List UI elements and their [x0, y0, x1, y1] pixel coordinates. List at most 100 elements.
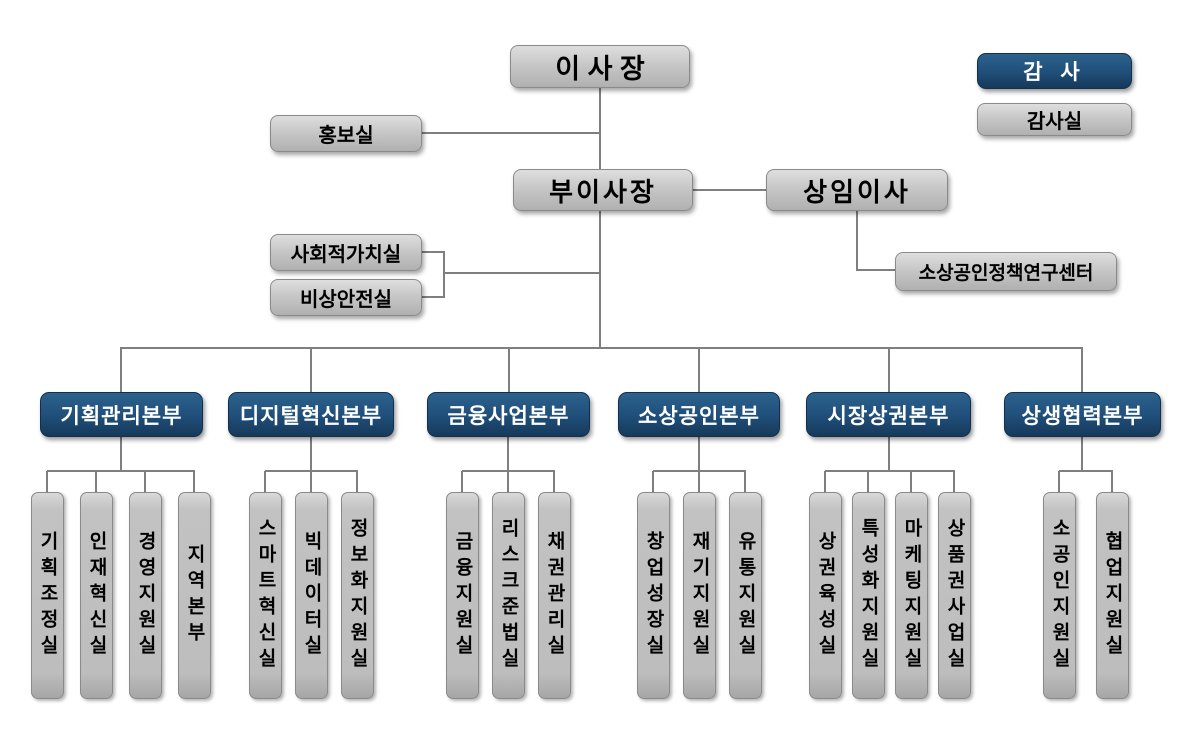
- research-center-box: 소상공인정책연구센터: [895, 252, 1117, 291]
- connector-line: [553, 471, 555, 492]
- dept-label: 스마트혁신실: [255, 517, 276, 674]
- dept-box: 마케팅지원실: [895, 492, 928, 699]
- connector-line: [1111, 471, 1113, 492]
- audit-office-label: 감사실: [1026, 111, 1083, 133]
- dept-box: 정보화지원실: [341, 492, 374, 699]
- division-box-finance: 금융사업본부: [427, 392, 590, 437]
- connector-line: [953, 471, 955, 492]
- connector-line: [95, 471, 97, 492]
- connector-line: [867, 471, 869, 492]
- connector-line: [121, 347, 1083, 349]
- connector-line: [193, 471, 195, 492]
- connector-line: [698, 347, 700, 392]
- dept-label: 상권육성실: [815, 530, 836, 661]
- connector-line: [310, 347, 312, 392]
- vice-chairman-label: 부이사장: [549, 176, 657, 207]
- dept-label: 채권관리실: [544, 530, 565, 661]
- dept-box: 특성화지원실: [852, 492, 885, 699]
- dept-box: 인재혁신실: [80, 492, 113, 699]
- connector-line: [856, 269, 896, 271]
- connector-line: [310, 471, 312, 492]
- dept-box: 창업성장실: [637, 492, 670, 699]
- connector-line: [144, 471, 146, 492]
- connector-line: [910, 471, 912, 492]
- connector-line: [46, 471, 48, 492]
- connector-line: [120, 437, 122, 471]
- dept-box: 경영지원실: [129, 492, 162, 699]
- dept-label: 정보화지원실: [347, 517, 368, 674]
- connector-line: [443, 272, 600, 274]
- chairman-label: 이 사 장: [555, 54, 645, 84]
- division-box-planning: 기획관리본부: [40, 392, 203, 437]
- division-label: 시장상권본부: [827, 404, 950, 428]
- division-label: 기획관리본부: [60, 404, 183, 428]
- connector-line: [120, 347, 122, 392]
- audit-office-box: 감사실: [977, 103, 1132, 136]
- dept-label: 빅데이터실: [301, 530, 322, 661]
- executive-director-label: 상임이사: [803, 176, 911, 207]
- dept-box: 상품권사업실: [938, 492, 971, 699]
- dept-box: 지역본부: [178, 492, 211, 699]
- dept-label: 마케팅지원실: [901, 517, 922, 674]
- connector-line: [825, 470, 955, 472]
- dept-label: 유통지원실: [735, 530, 756, 661]
- connector-line: [856, 211, 858, 271]
- connector-line: [264, 471, 266, 492]
- dept-box: 리스크준법실: [492, 492, 525, 699]
- connector-line: [744, 471, 746, 492]
- connector-line: [824, 471, 826, 492]
- audit-box: 감 사: [977, 53, 1132, 89]
- emergency-safety-office-label: 비상안전실: [300, 289, 392, 311]
- connector-line: [1081, 347, 1083, 392]
- dept-box: 스마트혁신실: [249, 492, 282, 699]
- dept-box: 금융지원실: [446, 492, 479, 699]
- connector-line: [508, 347, 510, 392]
- dept-box: 재기지원실: [683, 492, 716, 699]
- connector-line: [888, 347, 890, 392]
- connector-line: [47, 470, 195, 472]
- connector-line: [693, 189, 766, 191]
- connector-line: [422, 296, 444, 298]
- connector-line: [599, 211, 601, 348]
- dept-box: 상권육성실: [809, 492, 842, 699]
- social-value-office-label: 사회적가치실: [290, 244, 402, 266]
- connector-line: [698, 471, 700, 492]
- dept-label: 인재혁신실: [86, 530, 107, 661]
- connector-line: [422, 132, 600, 134]
- dept-box: 빅데이터실: [295, 492, 328, 699]
- dept-label: 금융지원실: [452, 530, 473, 661]
- dept-label: 기획조정실: [37, 530, 58, 661]
- division-label: 소상공인본부: [638, 404, 760, 428]
- dept-label: 상품권사업실: [944, 517, 965, 674]
- connector-line: [443, 251, 445, 298]
- connector-line: [507, 437, 509, 471]
- social-value-office-box: 사회적가치실: [270, 234, 422, 271]
- division-label: 상생협력본부: [1021, 404, 1144, 428]
- vice-chairman-box: 부이사장: [513, 169, 693, 211]
- division-box-cooperation: 상생협력본부: [1004, 392, 1161, 437]
- emergency-safety-office-box: 비상안전실: [270, 279, 422, 316]
- division-box-market: 시장상권본부: [806, 392, 971, 437]
- dept-box: 소공인지원실: [1043, 492, 1076, 699]
- dept-box: 채권관리실: [538, 492, 571, 699]
- research-center-label: 소상공인정책연구센터: [918, 263, 1094, 284]
- connector-line: [599, 88, 601, 170]
- dept-box: 기획조정실: [31, 492, 64, 699]
- dept-box: 유통지원실: [729, 492, 762, 699]
- dept-label: 협업지원실: [1102, 530, 1123, 661]
- connector-line: [507, 471, 509, 492]
- connector-line: [1059, 470, 1113, 472]
- connector-line: [652, 471, 654, 492]
- connector-line: [310, 437, 312, 471]
- division-label: 금융사업본부: [447, 404, 570, 428]
- dept-label: 창업성장실: [643, 530, 664, 661]
- division-label: 디지털혁신본부: [239, 404, 383, 428]
- connector-line: [422, 251, 444, 253]
- chairman-box: 이 사 장: [510, 45, 690, 88]
- executive-director-box: 상임이사: [766, 169, 948, 211]
- connector-line: [698, 437, 700, 471]
- division-box-digital: 디지털혁신본부: [228, 392, 394, 437]
- dept-label: 리스크준법실: [498, 517, 519, 674]
- audit-label: 감 사: [1023, 61, 1086, 84]
